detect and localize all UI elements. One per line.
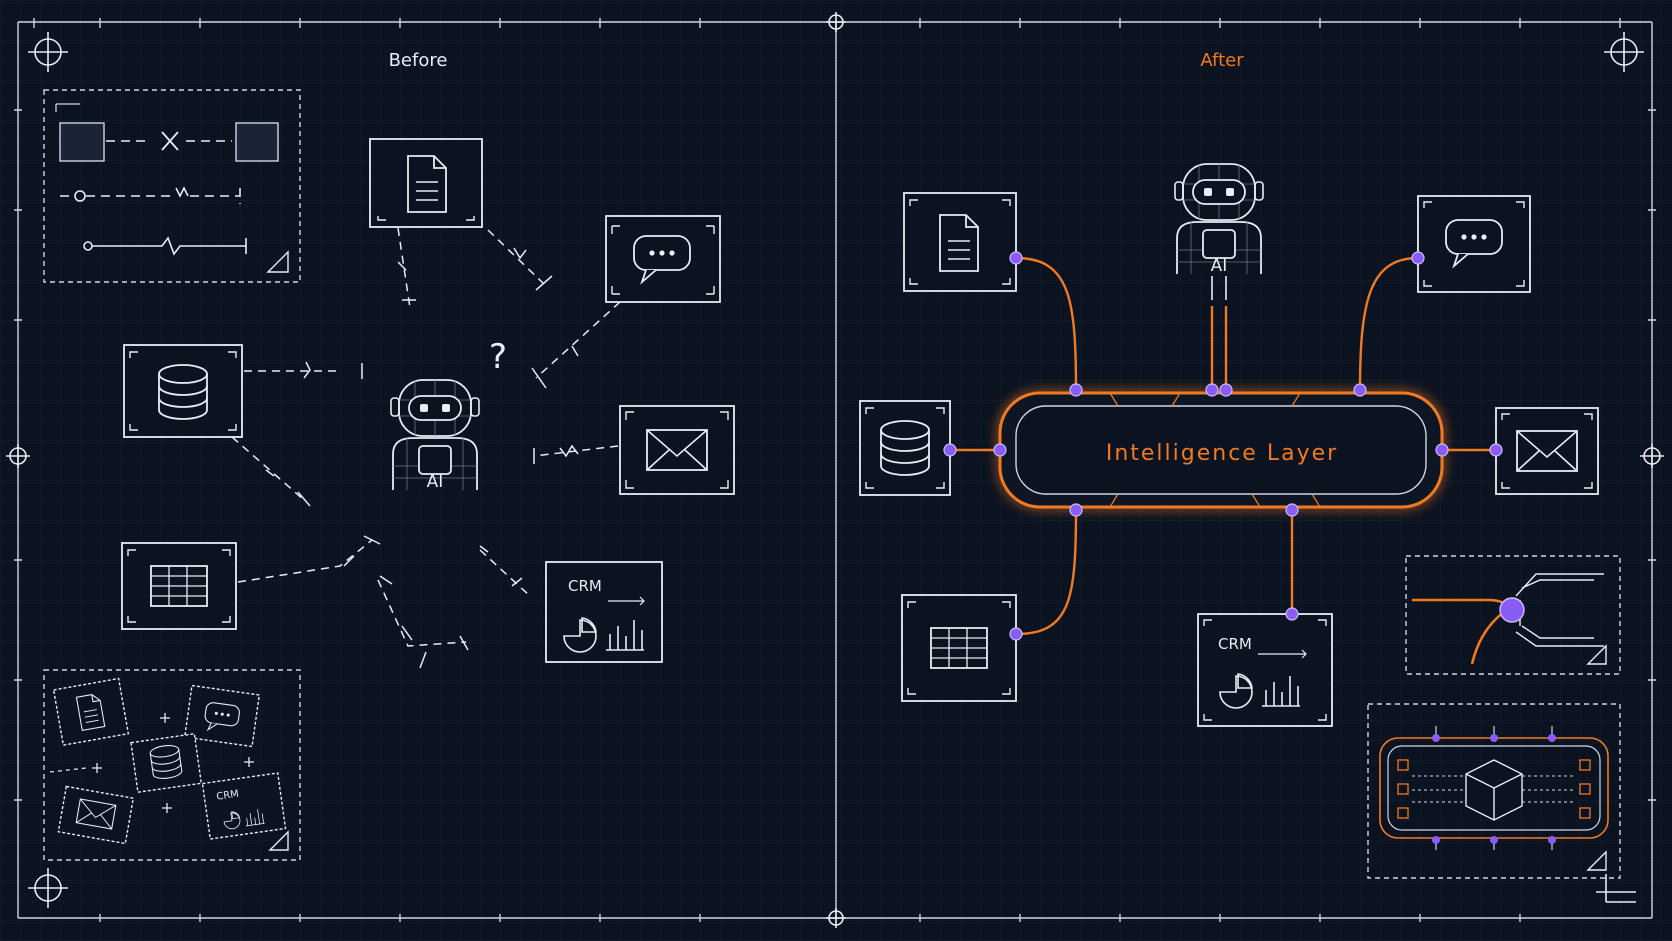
before-legend-box [43,89,301,283]
detail-connector-inset [1405,555,1621,675]
scatter-crm-label: CRM [216,789,240,803]
before-robot: AI [390,379,480,492]
before-database-card [123,344,243,438]
hub-label: Intelligence Layer [1106,441,1338,466]
before-spreadsheet-card [121,542,237,630]
after-robot: AI [1174,163,1264,300]
after-title: After [1200,50,1244,71]
after-chat-card [1417,195,1531,293]
after-crm-label: CRM [1218,635,1252,653]
before-email-card [619,405,735,495]
after-database-card [859,400,951,496]
break-marks [265,247,579,669]
after-spreadsheet-card [901,594,1017,702]
before-document-card [369,138,483,228]
robot-ai-badge: AI [427,472,444,492]
after-document-card [903,192,1017,292]
question-mark: ? [489,337,507,377]
after-email-card [1495,407,1599,495]
broken-connections [231,227,621,647]
registration-marks [6,12,1664,928]
before-chat-card [605,215,721,303]
intelligence-layer-hub: Intelligence Layer [998,391,1444,509]
before-crm-card: CRM [545,561,663,663]
before-title: Before [389,50,448,71]
after-crm-card: CRM [1197,613,1333,727]
connection-nodes [943,251,1503,641]
after-connections [950,256,1496,636]
after-robot-ai-badge: AI [1211,256,1228,276]
before-scatter-box: CRM [43,669,301,861]
detail-chip-inset [1367,703,1621,879]
crm-label: CRM [568,577,602,595]
